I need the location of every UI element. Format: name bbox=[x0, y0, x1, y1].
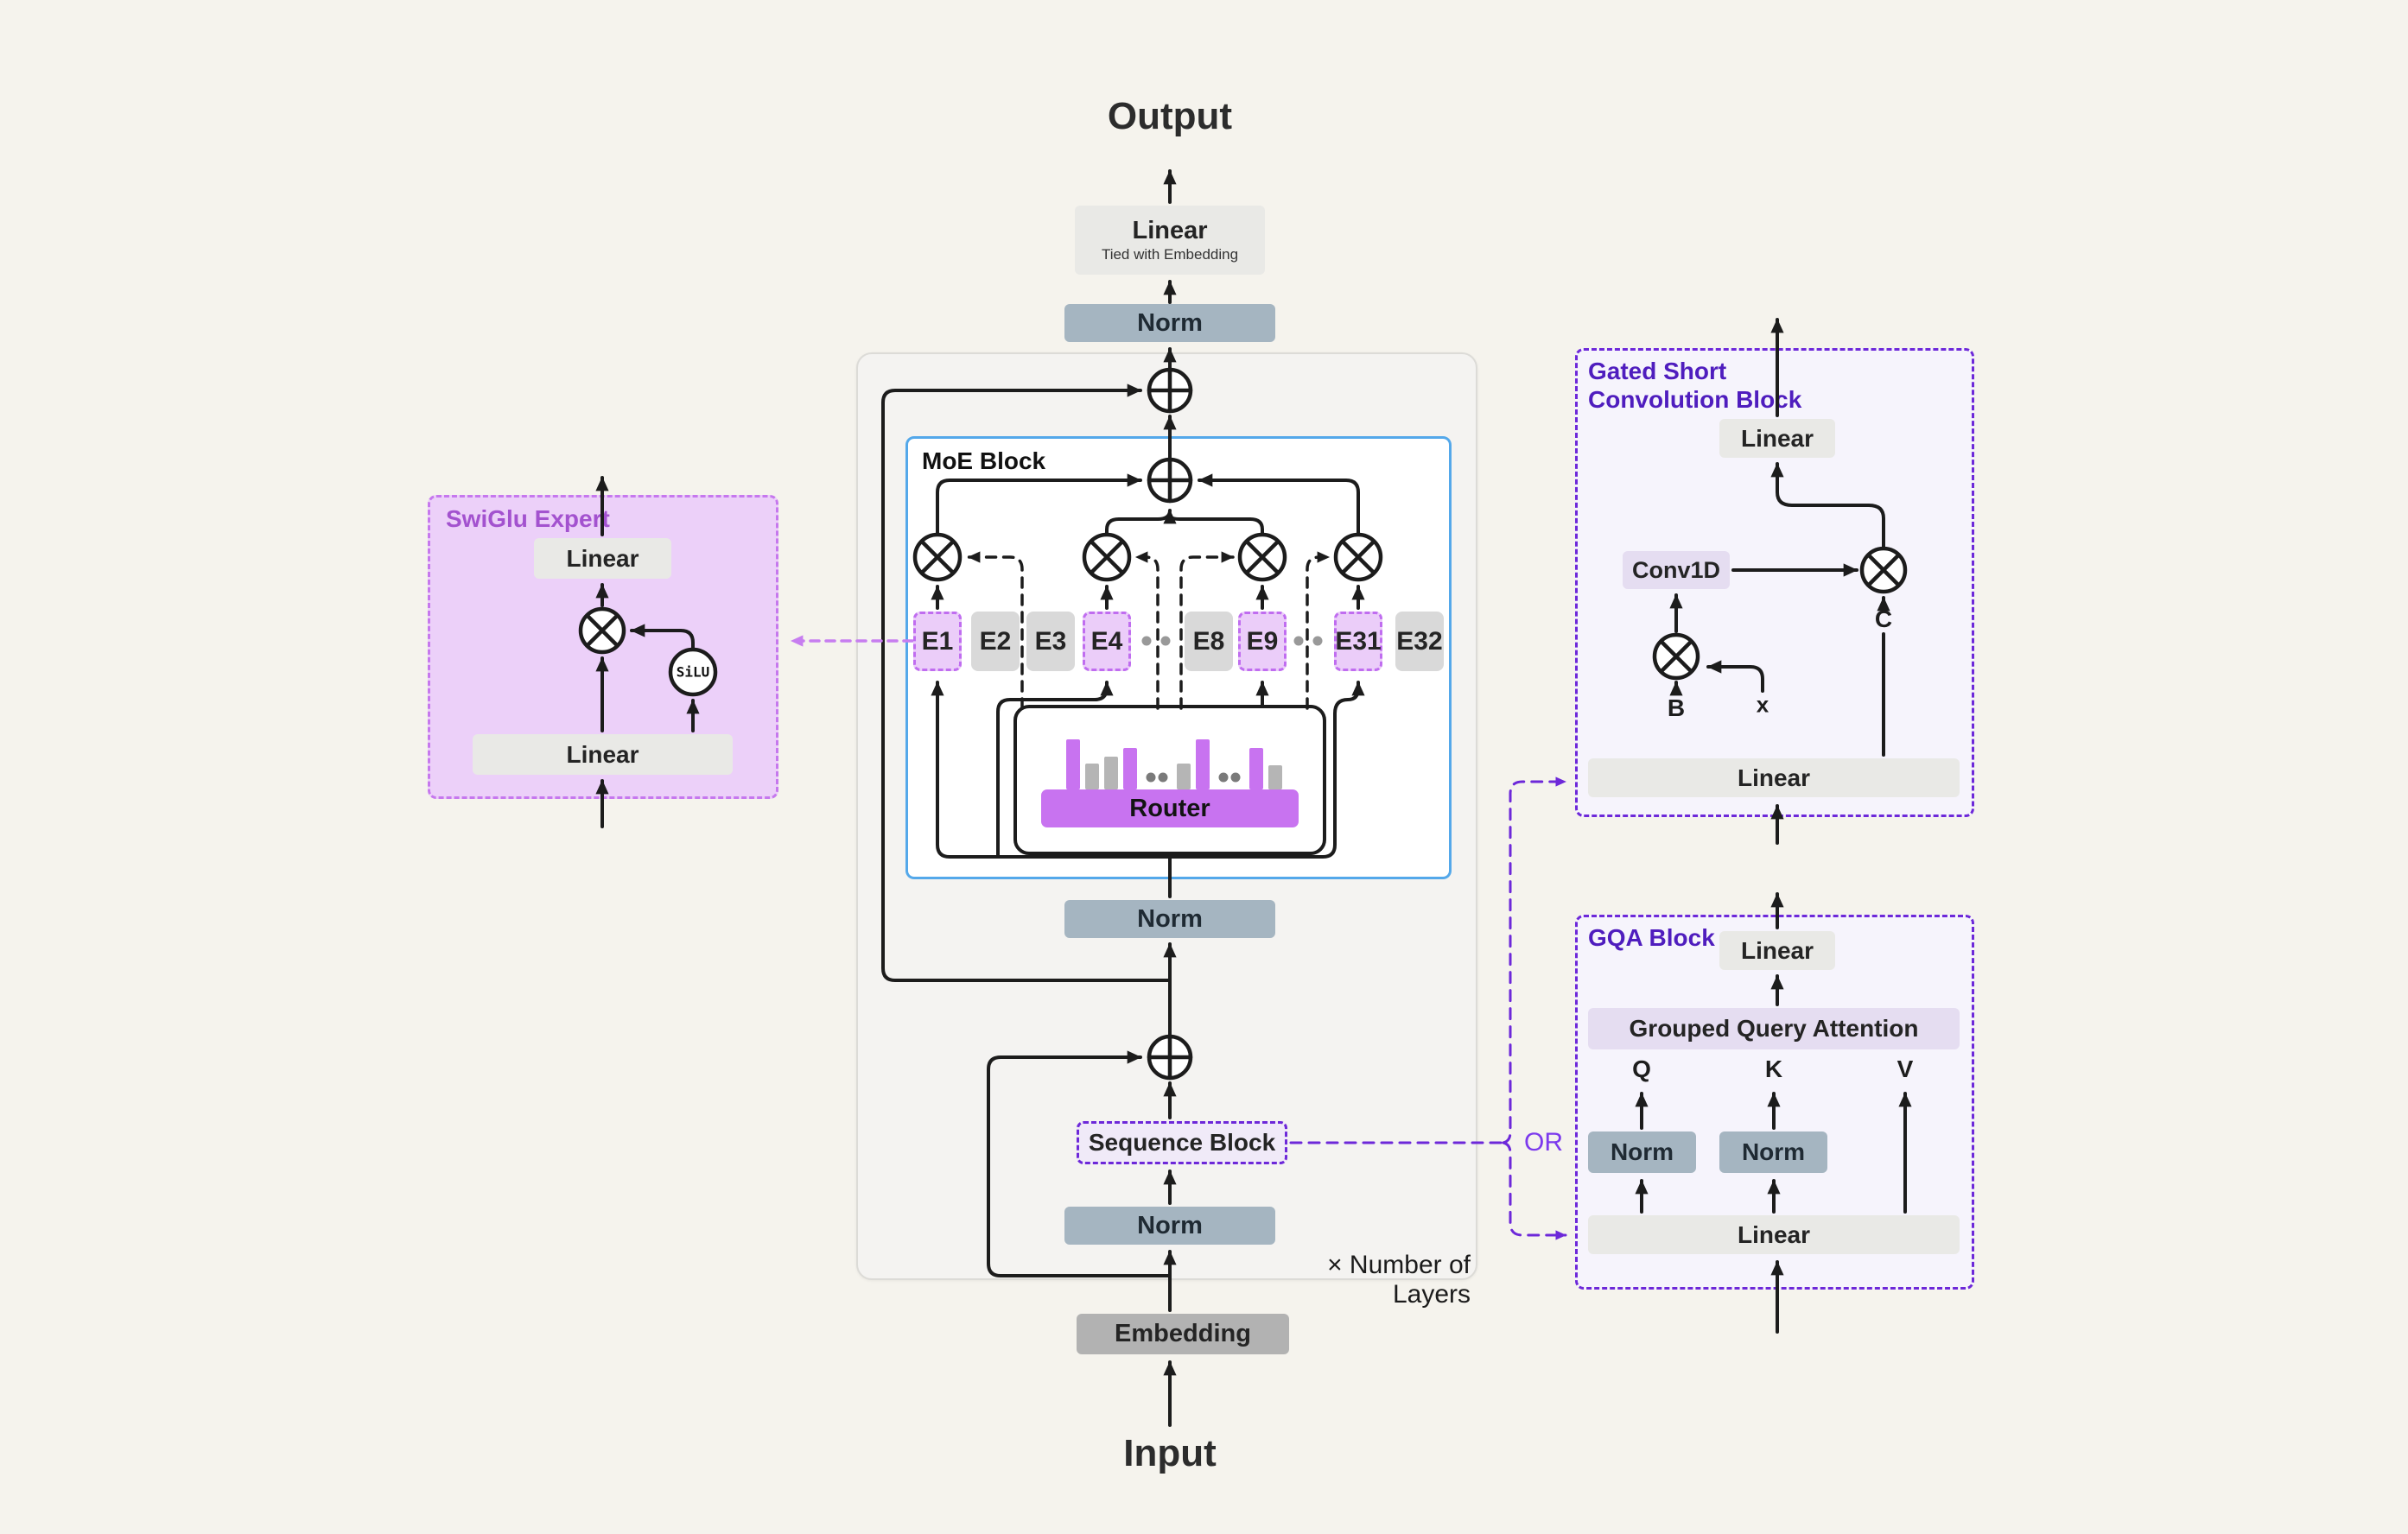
router-box: Router bbox=[1041, 789, 1299, 827]
expert-e31: E31 bbox=[1334, 612, 1382, 671]
gated-title-line1: Gated Short bbox=[1588, 358, 1727, 384]
output-label: Output bbox=[1107, 95, 1233, 137]
norm-top-box: Norm bbox=[1064, 304, 1275, 342]
gqa-k-label: K bbox=[1764, 1055, 1783, 1082]
gqa-attention-box: Grouped Query Attention bbox=[1588, 1008, 1960, 1049]
expert-e8: E8 bbox=[1185, 612, 1233, 671]
silu-label: SiLU bbox=[676, 663, 710, 681]
swiglu-linear-bottom: Linear bbox=[473, 734, 733, 775]
linear-tied-sub: Tied with Embedding bbox=[1101, 246, 1239, 263]
swiglu-linear-top: Linear bbox=[534, 538, 671, 579]
expert-e2: E2 bbox=[971, 612, 1020, 671]
conv1d-box: Conv1D bbox=[1623, 551, 1730, 589]
gated-b-label: B bbox=[1667, 694, 1686, 721]
gqa-linear-bottom: Linear bbox=[1588, 1215, 1960, 1254]
gqa-v-label: V bbox=[1897, 1055, 1914, 1082]
embedding-box: Embedding bbox=[1077, 1314, 1289, 1354]
swiglu-title: SwiGlu Expert bbox=[446, 505, 610, 532]
gqa-linear-top: Linear bbox=[1719, 931, 1835, 970]
expert-e3: E3 bbox=[1026, 612, 1075, 671]
moe-block-title: MoE Block bbox=[922, 447, 1046, 474]
input-label: Input bbox=[1123, 1432, 1217, 1474]
gated-linear-top: Linear bbox=[1719, 419, 1835, 458]
expert-e4: E4 bbox=[1083, 612, 1131, 671]
gqa-norm-q: Norm bbox=[1588, 1131, 1696, 1173]
expert-e1: E1 bbox=[913, 612, 962, 671]
norm-mid-box: Norm bbox=[1064, 900, 1275, 938]
gqa-q-label: Q bbox=[1632, 1055, 1651, 1082]
sequence-block-box: Sequence Block bbox=[1077, 1121, 1287, 1164]
or-label: OR bbox=[1524, 1128, 1563, 1157]
num-layers-note: × Number of Layers bbox=[1327, 1251, 1471, 1309]
gated-title-line2: Convolution Block bbox=[1588, 386, 1802, 413]
linear-tied-label: Linear bbox=[1132, 216, 1208, 244]
gated-block-title: Gated Short Convolution Block bbox=[1588, 357, 1801, 414]
expert-e32: E32 bbox=[1395, 612, 1444, 671]
gated-linear-bottom: Linear bbox=[1588, 758, 1960, 797]
gqa-block-title: GQA Block bbox=[1588, 924, 1715, 951]
gqa-norm-k: Norm bbox=[1719, 1131, 1827, 1173]
gated-c-label: C bbox=[1874, 605, 1893, 632]
expert-e9: E9 bbox=[1238, 612, 1287, 671]
gated-x-label: x bbox=[1756, 691, 1769, 718]
linear-tied-box: Linear Tied with Embedding bbox=[1075, 206, 1265, 275]
norm-bottom-box: Norm bbox=[1064, 1207, 1275, 1245]
